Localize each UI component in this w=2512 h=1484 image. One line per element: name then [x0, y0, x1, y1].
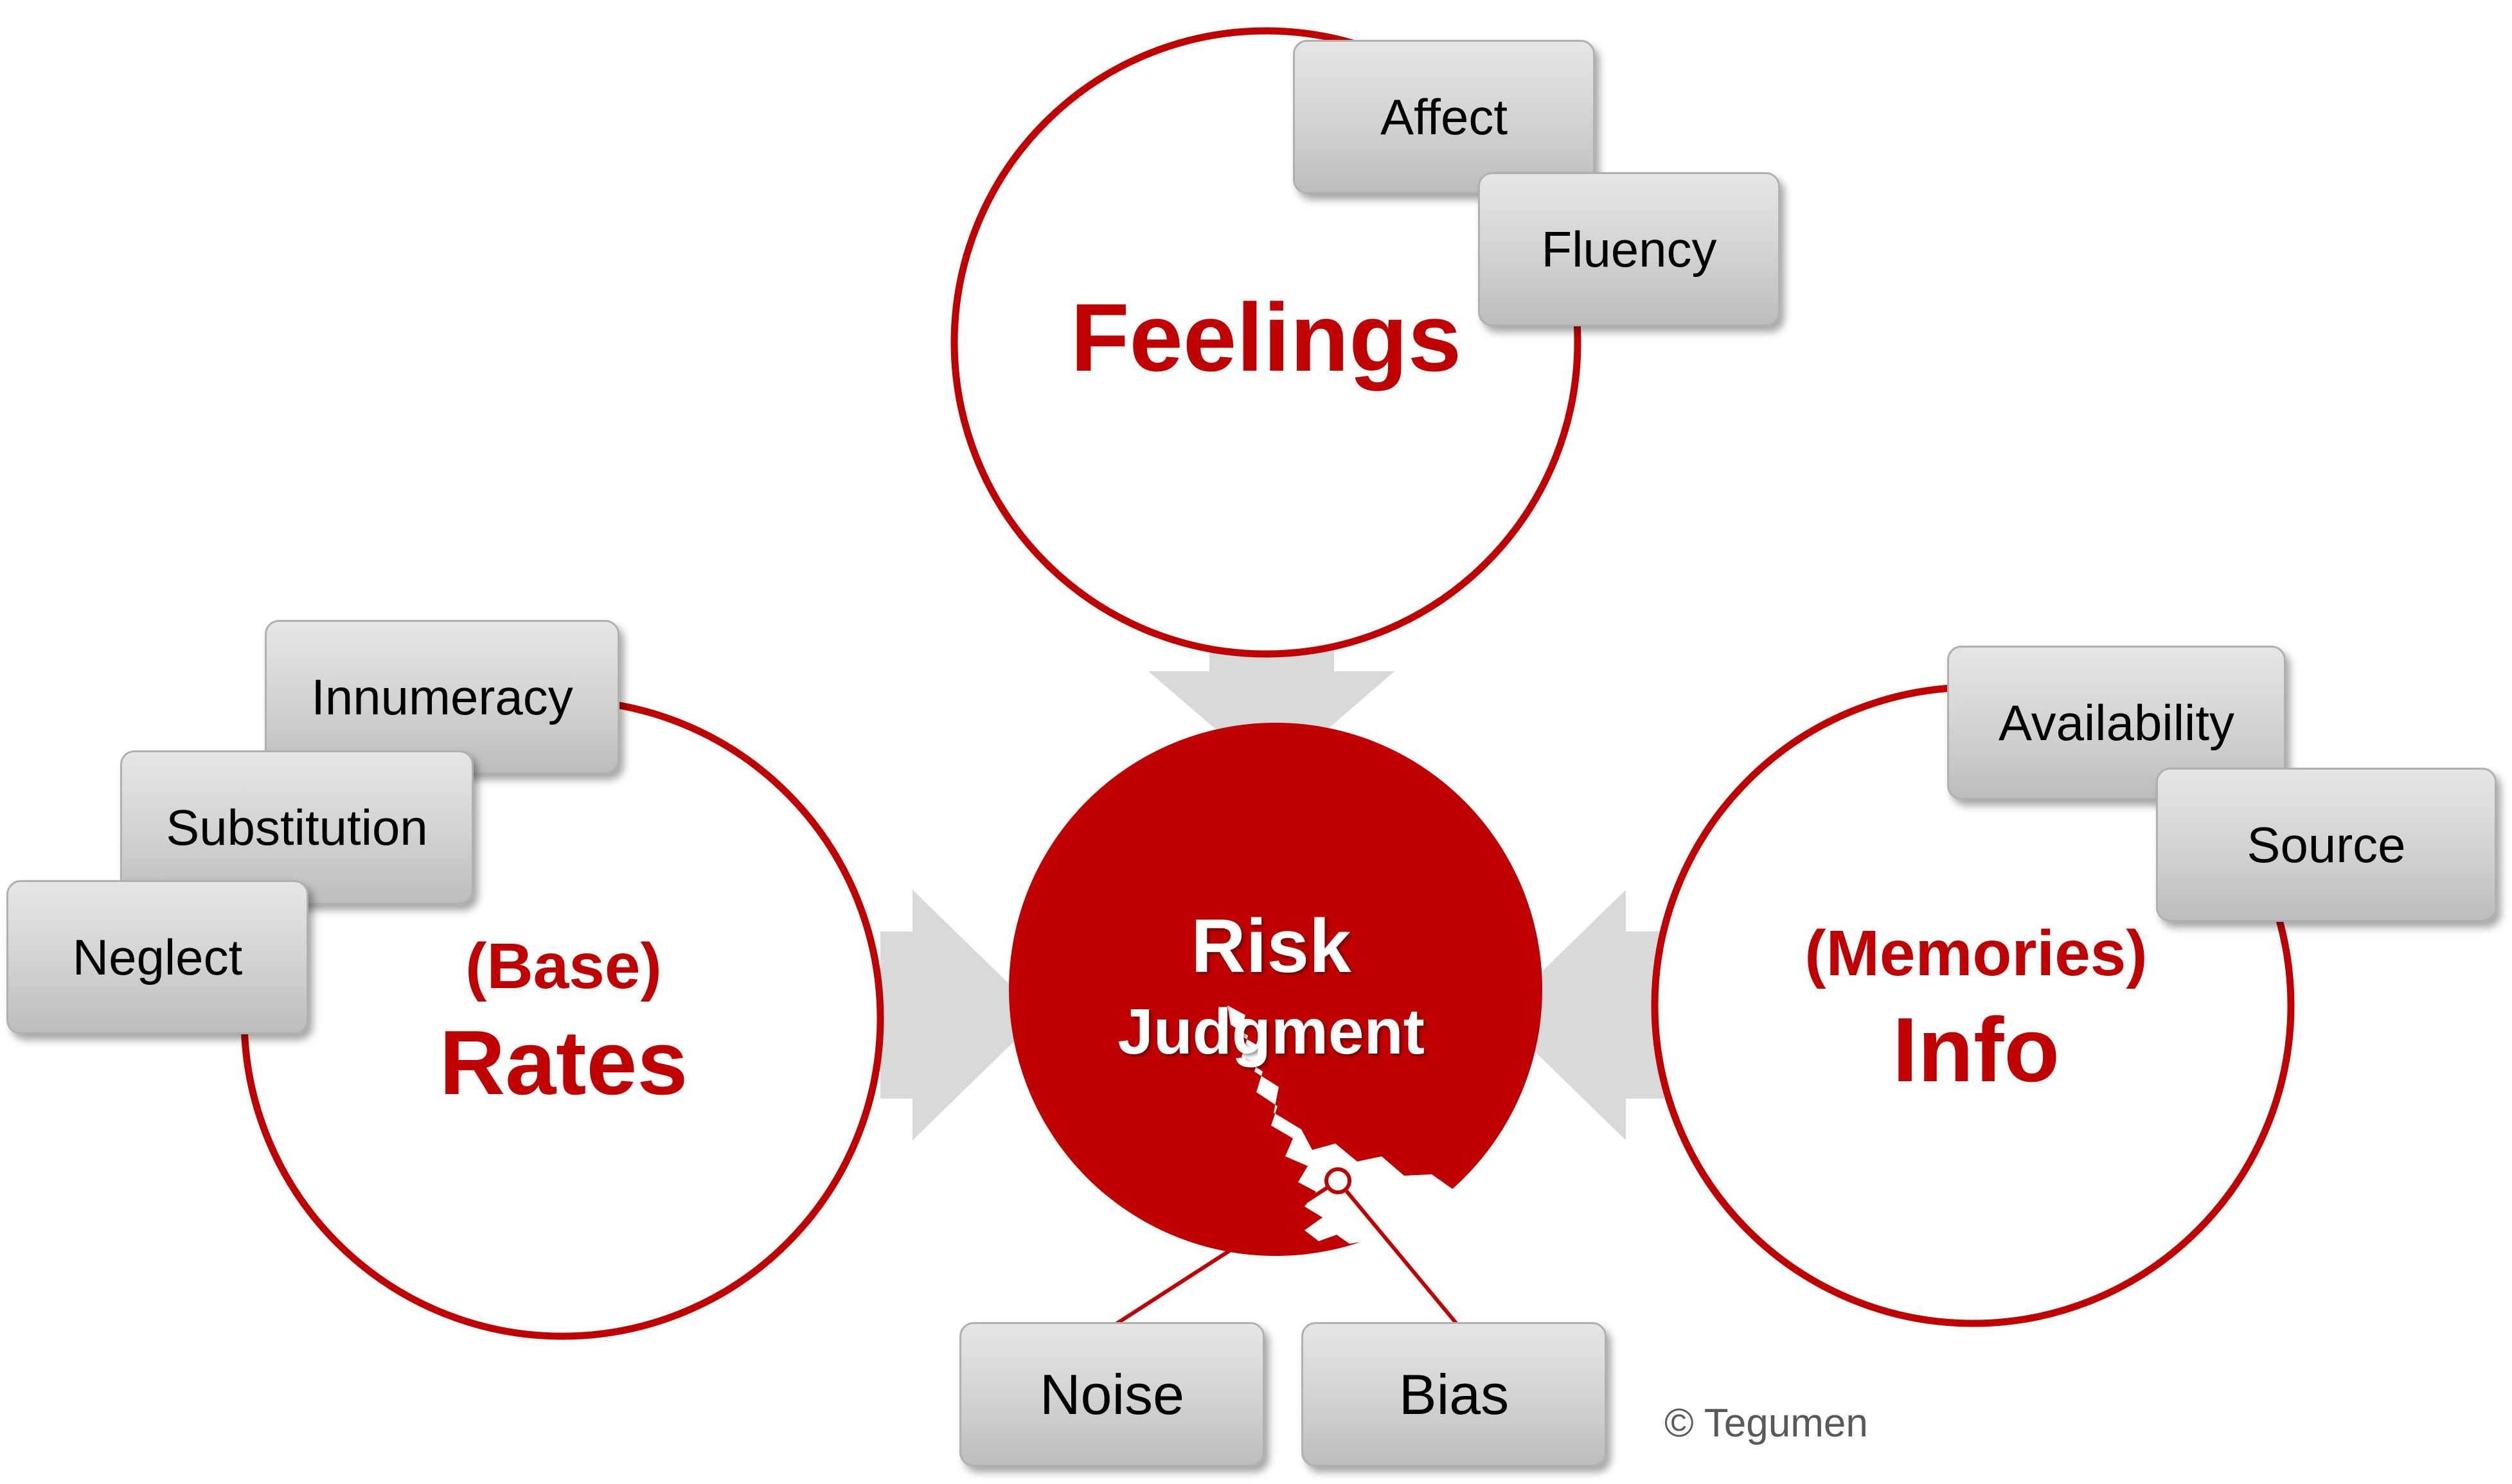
risk-judgment-circle [1009, 723, 1542, 1256]
tag-noise: Noise [959, 1322, 1265, 1467]
arrow-from-feelings [1148, 630, 1394, 777]
copyright-text: © Tegumen [1664, 1401, 1868, 1445]
bias-leader-line [1336, 1179, 1459, 1326]
risk-judgment-label: Risk Judgment [1118, 908, 1425, 1064]
tag-bias: Bias [1301, 1322, 1607, 1467]
tag-neglect: Neglect [6, 880, 308, 1034]
feelings-label: Feelings [1070, 283, 1462, 391]
arrow-from-rates [880, 890, 1041, 1140]
tag-affect: Affect [1293, 40, 1595, 194]
rates-label-group: (Base) Rates [440, 934, 688, 1109]
noise-leader-line [1114, 1179, 1339, 1327]
info-label: Info [1892, 999, 2060, 1101]
tag-source: Source [2156, 768, 2497, 922]
crack-shape [1227, 1005, 1459, 1244]
crack-pin [1324, 1167, 1351, 1194]
tag-fluency: Fluency [1478, 172, 1780, 326]
rates-label: Rates [439, 1012, 688, 1114]
info-label-group: (Memories) Info [1804, 921, 2147, 1096]
arrow-from-info [1497, 890, 1664, 1140]
rates-label-prefix: (Base) [465, 930, 662, 1002]
judgment-subtitle: Judgment [1118, 996, 1425, 1068]
info-label-prefix: (Memories) [1804, 917, 2148, 989]
risk-title: Risk [1191, 904, 1351, 989]
